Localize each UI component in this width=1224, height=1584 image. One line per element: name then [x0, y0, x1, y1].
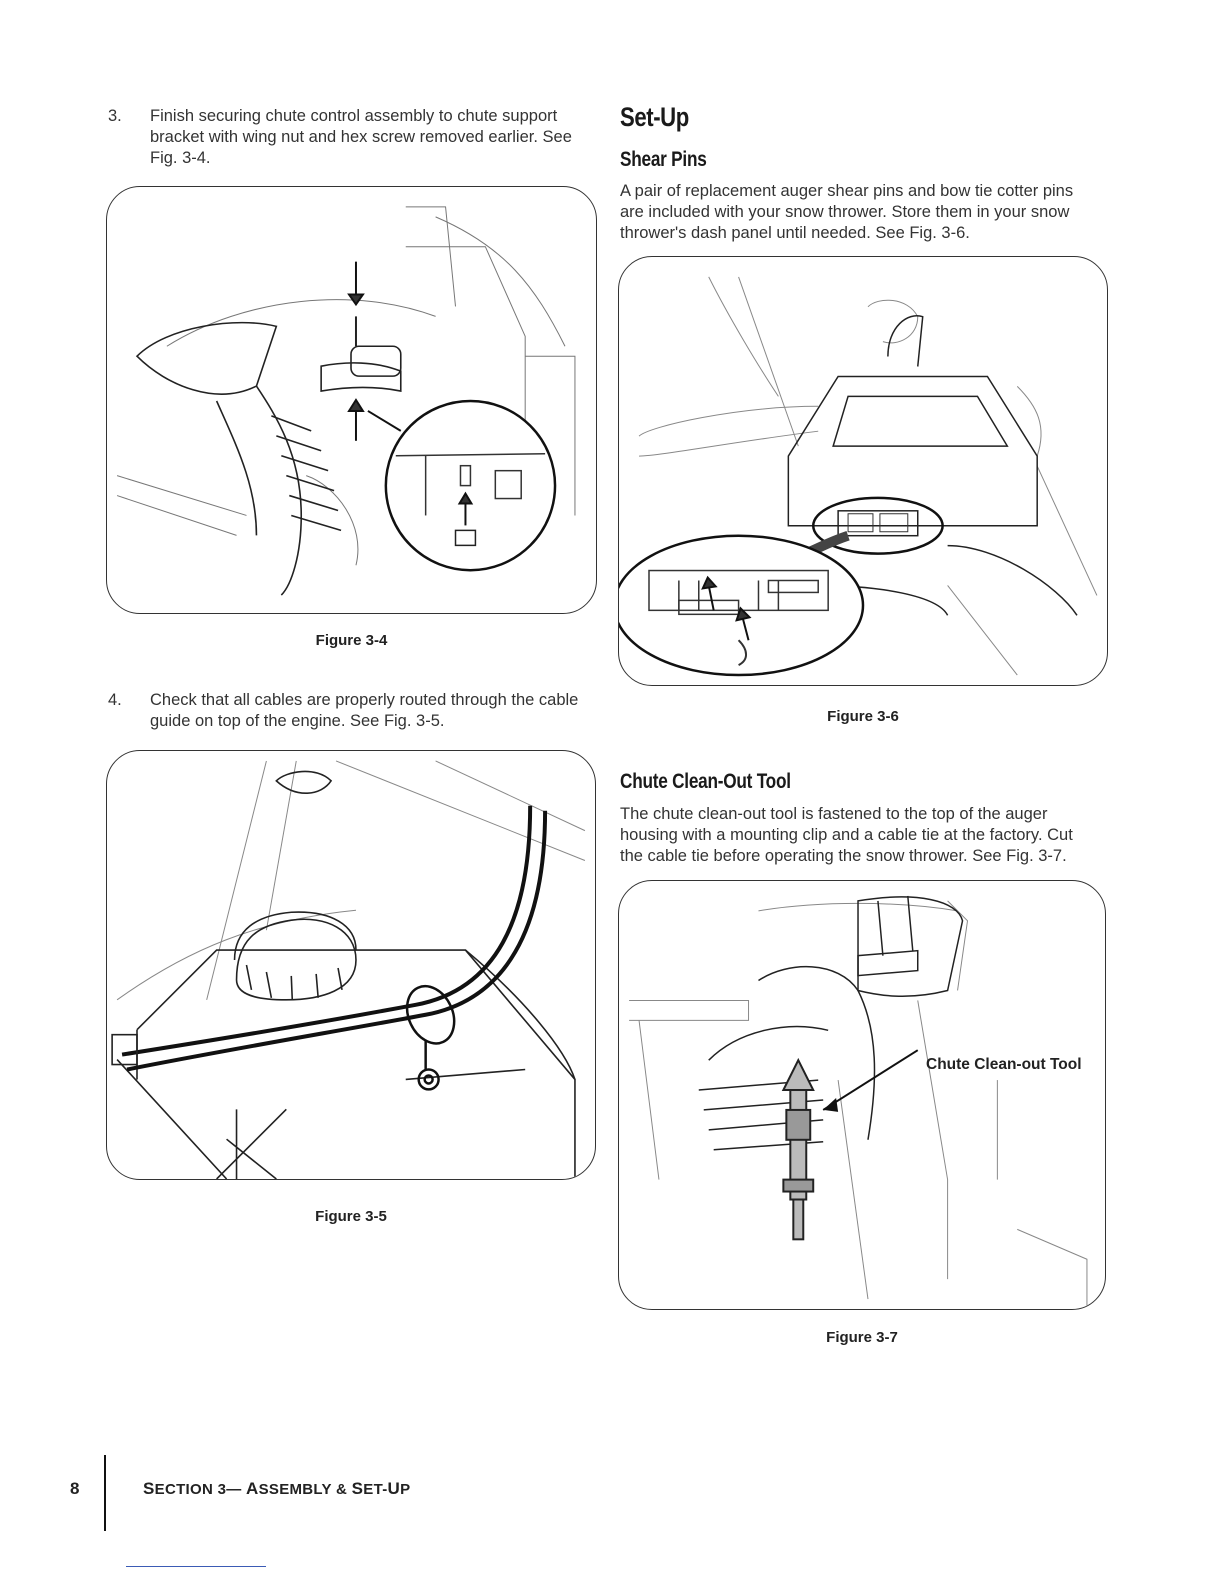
cleanout-body: The chute clean-out tool is fastened to … [620, 805, 1073, 865]
shear-pins-body: A pair of replacement auger shear pins a… [620, 182, 1074, 242]
figure-3-6 [618, 256, 1108, 686]
section-title-part: ET [363, 1481, 383, 1498]
figure-3-7 [618, 880, 1106, 1310]
section-title: SECTION 3— ASSEMBLY & SET-UP [143, 1479, 410, 1499]
section-title-part: P [400, 1481, 411, 1498]
section-title-part: S [351, 1479, 364, 1498]
section-title-part: & [331, 1481, 352, 1498]
section-title-part: - [382, 1481, 388, 1498]
step-number: 3. [108, 107, 122, 125]
section-title-part: ECTION 3— [154, 1481, 246, 1498]
figure-3-4 [106, 186, 597, 614]
figure-3-7-caption: Figure 3-7 [826, 1329, 898, 1346]
section-title-part: U [387, 1479, 401, 1498]
chute-cleanout-tool-callout: Chute Clean-out Tool [926, 1056, 1082, 1073]
step-number: 4. [108, 691, 122, 709]
cleanout-heading: Chute Clean-Out Tool [620, 770, 791, 793]
step-text: Finish securing chute control assembly t… [150, 107, 572, 167]
setup-title: Set-Up [620, 102, 689, 132]
cable-guide-illustration [111, 760, 586, 1179]
step-text: Check that all cables are properly route… [150, 691, 579, 730]
section-title-part: A [246, 1479, 259, 1498]
section-title-part: SSEMBLY [258, 1481, 332, 1498]
footer-divider [104, 1455, 106, 1531]
figure-3-6-caption: Figure 3-6 [827, 708, 899, 725]
shear-pin-storage-illustration [619, 276, 1098, 677]
figure-3-4-caption: Figure 3-4 [315, 632, 388, 649]
page-number: 8 [70, 1479, 80, 1498]
section-title-part: S [143, 1479, 155, 1498]
step-4: 4. Check that all cables are properly ro… [108, 690, 598, 734]
figure-3-5-caption: Figure 3-5 [315, 1208, 387, 1225]
figure-3-5 [106, 750, 596, 1180]
shear-pins-heading: Shear Pins [620, 148, 707, 171]
chute-control-illustration [116, 206, 576, 596]
step-3: 3. Finish securing chute control assembl… [108, 106, 598, 176]
bottom-link-underline [126, 1566, 266, 1567]
chute-cleanout-tool-illustration [629, 895, 1088, 1309]
